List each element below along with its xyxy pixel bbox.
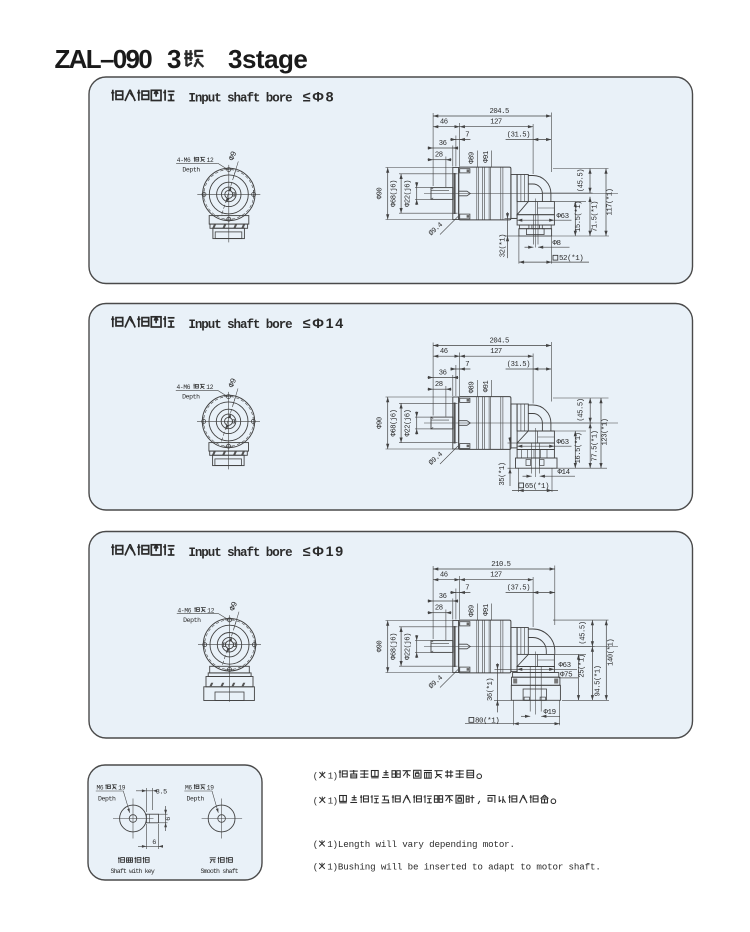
svg-text:140(*1): 140(*1): [608, 639, 616, 666]
svg-text:Φ91: Φ91: [483, 604, 491, 616]
svg-text:≤Φ8: ≤Φ8: [303, 90, 335, 106]
svg-text:Φ19: Φ19: [544, 709, 556, 717]
svg-text:3stage: 3stage: [228, 44, 307, 74]
svg-text:Φ91: Φ91: [483, 151, 491, 163]
svg-text:46: 46: [440, 119, 448, 127]
svg-text:127: 127: [490, 572, 502, 580]
svg-text:3.5: 3.5: [156, 788, 167, 796]
svg-text:Φ63: Φ63: [557, 439, 570, 447]
svg-text:7: 7: [465, 584, 469, 592]
svg-text:4-M6: 4-M6: [177, 384, 191, 391]
svg-text:12: 12: [207, 157, 214, 164]
svg-text:(31.5): (31.5): [507, 361, 530, 369]
svg-text:≤Φ14: ≤Φ14: [303, 316, 345, 332]
svg-text:Input shaft bore: Input shaft bore: [188, 546, 292, 560]
svg-text:36: 36: [439, 369, 447, 377]
svg-text:Φ91: Φ91: [483, 381, 491, 393]
svg-text:Φ90: Φ90: [377, 417, 385, 429]
svg-text:Φ89: Φ89: [469, 605, 477, 617]
svg-text:Φ68(j6): Φ68(j6): [390, 180, 398, 207]
svg-text:127: 127: [490, 119, 502, 127]
svg-text:(45.5): (45.5): [578, 398, 586, 421]
svg-text:6: 6: [165, 817, 173, 821]
svg-text:65(*1): 65(*1): [525, 483, 549, 491]
svg-text:Φ14: Φ14: [558, 469, 571, 477]
svg-text:28: 28: [435, 381, 443, 389]
svg-text:28: 28: [435, 605, 443, 613]
svg-text:Input shaft bore: Input shaft bore: [188, 92, 292, 106]
svg-text:204.5: 204.5: [490, 337, 509, 345]
svg-text:123(*1): 123(*1): [602, 418, 610, 445]
svg-text:36: 36: [439, 593, 447, 601]
svg-text:94.5(*1): 94.5(*1): [594, 665, 602, 696]
svg-text:Φ75: Φ75: [560, 672, 573, 680]
svg-text:19: 19: [118, 785, 125, 792]
svg-text:(: (: [313, 839, 319, 850]
svg-text:Φ8: Φ8: [553, 240, 561, 248]
svg-text:1)Length will vary depending m: 1)Length will vary depending motor.: [327, 839, 515, 850]
svg-text:36: 36: [439, 140, 447, 148]
svg-text:52(*1): 52(*1): [559, 255, 583, 263]
svg-text:25(*1): 25(*1): [578, 654, 586, 677]
svg-text:Input shaft bore: Input shaft bore: [188, 318, 292, 332]
svg-text:M6: M6: [97, 785, 104, 792]
svg-text:117(*1): 117(*1): [607, 188, 615, 215]
svg-text:3: 3: [167, 44, 181, 74]
svg-text:Φ89: Φ89: [469, 382, 477, 394]
svg-text:28: 28: [435, 152, 443, 160]
svg-text:7: 7: [465, 361, 469, 369]
svg-text:(: (: [313, 797, 318, 807]
svg-text:71.5(*1): 71.5(*1): [591, 201, 599, 232]
svg-text:1)Bushing will be inserted to: 1)Bushing will be inserted to adapt to m…: [327, 862, 601, 873]
svg-text:35(*1): 35(*1): [499, 462, 507, 485]
svg-text:ZAL–090: ZAL–090: [55, 44, 153, 74]
svg-text:Φ22(j6): Φ22(j6): [405, 633, 413, 660]
svg-text:(45.5): (45.5): [577, 169, 585, 192]
svg-text:4-M6: 4-M6: [178, 607, 192, 614]
svg-text:(37.5): (37.5): [507, 584, 530, 592]
svg-text:32(*1): 32(*1): [499, 234, 507, 257]
svg-text:80(*1): 80(*1): [475, 717, 499, 725]
svg-text:127: 127: [490, 348, 502, 356]
svg-text:Depth: Depth: [182, 167, 200, 174]
svg-text:1): 1): [328, 797, 338, 807]
svg-text:≤Φ19: ≤Φ19: [303, 544, 345, 560]
svg-text:7: 7: [465, 131, 469, 139]
svg-text:1): 1): [328, 772, 338, 782]
svg-text:Φ90: Φ90: [377, 641, 385, 653]
svg-text:Φ68(j6): Φ68(j6): [390, 409, 398, 436]
svg-text:Φ22(j6): Φ22(j6): [405, 409, 413, 436]
svg-text:Φ22(j6): Φ22(j6): [405, 180, 413, 207]
svg-text:Depth: Depth: [187, 796, 205, 803]
svg-text:77.5(*1): 77.5(*1): [592, 430, 600, 461]
svg-text:46: 46: [440, 572, 448, 580]
svg-text:19: 19: [207, 785, 214, 792]
svg-text:Φ68(j6): Φ68(j6): [390, 633, 398, 660]
svg-text:Φ90: Φ90: [377, 188, 385, 200]
svg-text:Depth: Depth: [183, 617, 201, 624]
svg-text:Shaft with key: Shaft with key: [111, 868, 155, 875]
svg-text:Φ63: Φ63: [557, 213, 570, 221]
svg-text:Depth: Depth: [182, 394, 200, 401]
svg-text:(45.5): (45.5): [580, 621, 588, 644]
svg-text:Φ89: Φ89: [469, 152, 477, 164]
svg-text:Smooth shaft: Smooth shaft: [201, 868, 239, 875]
svg-text:15.5(*1): 15.5(*1): [575, 201, 583, 232]
svg-text:204.5: 204.5: [490, 108, 509, 116]
svg-text:6: 6: [152, 839, 156, 847]
svg-text:12: 12: [206, 384, 213, 391]
svg-text:4-M6: 4-M6: [177, 157, 191, 164]
svg-text:(: (: [313, 772, 318, 782]
svg-text:36(*1): 36(*1): [487, 678, 495, 701]
svg-text:M6: M6: [185, 785, 192, 792]
svg-text:16.5(*1): 16.5(*1): [575, 432, 583, 463]
svg-text:(: (: [313, 862, 319, 873]
svg-text:Φ63: Φ63: [559, 662, 572, 670]
svg-text:Depth: Depth: [98, 796, 116, 803]
svg-text:(31.5): (31.5): [507, 131, 530, 139]
svg-text:210.5: 210.5: [491, 561, 510, 569]
svg-text:46: 46: [440, 348, 448, 356]
svg-text:12: 12: [207, 607, 214, 614]
